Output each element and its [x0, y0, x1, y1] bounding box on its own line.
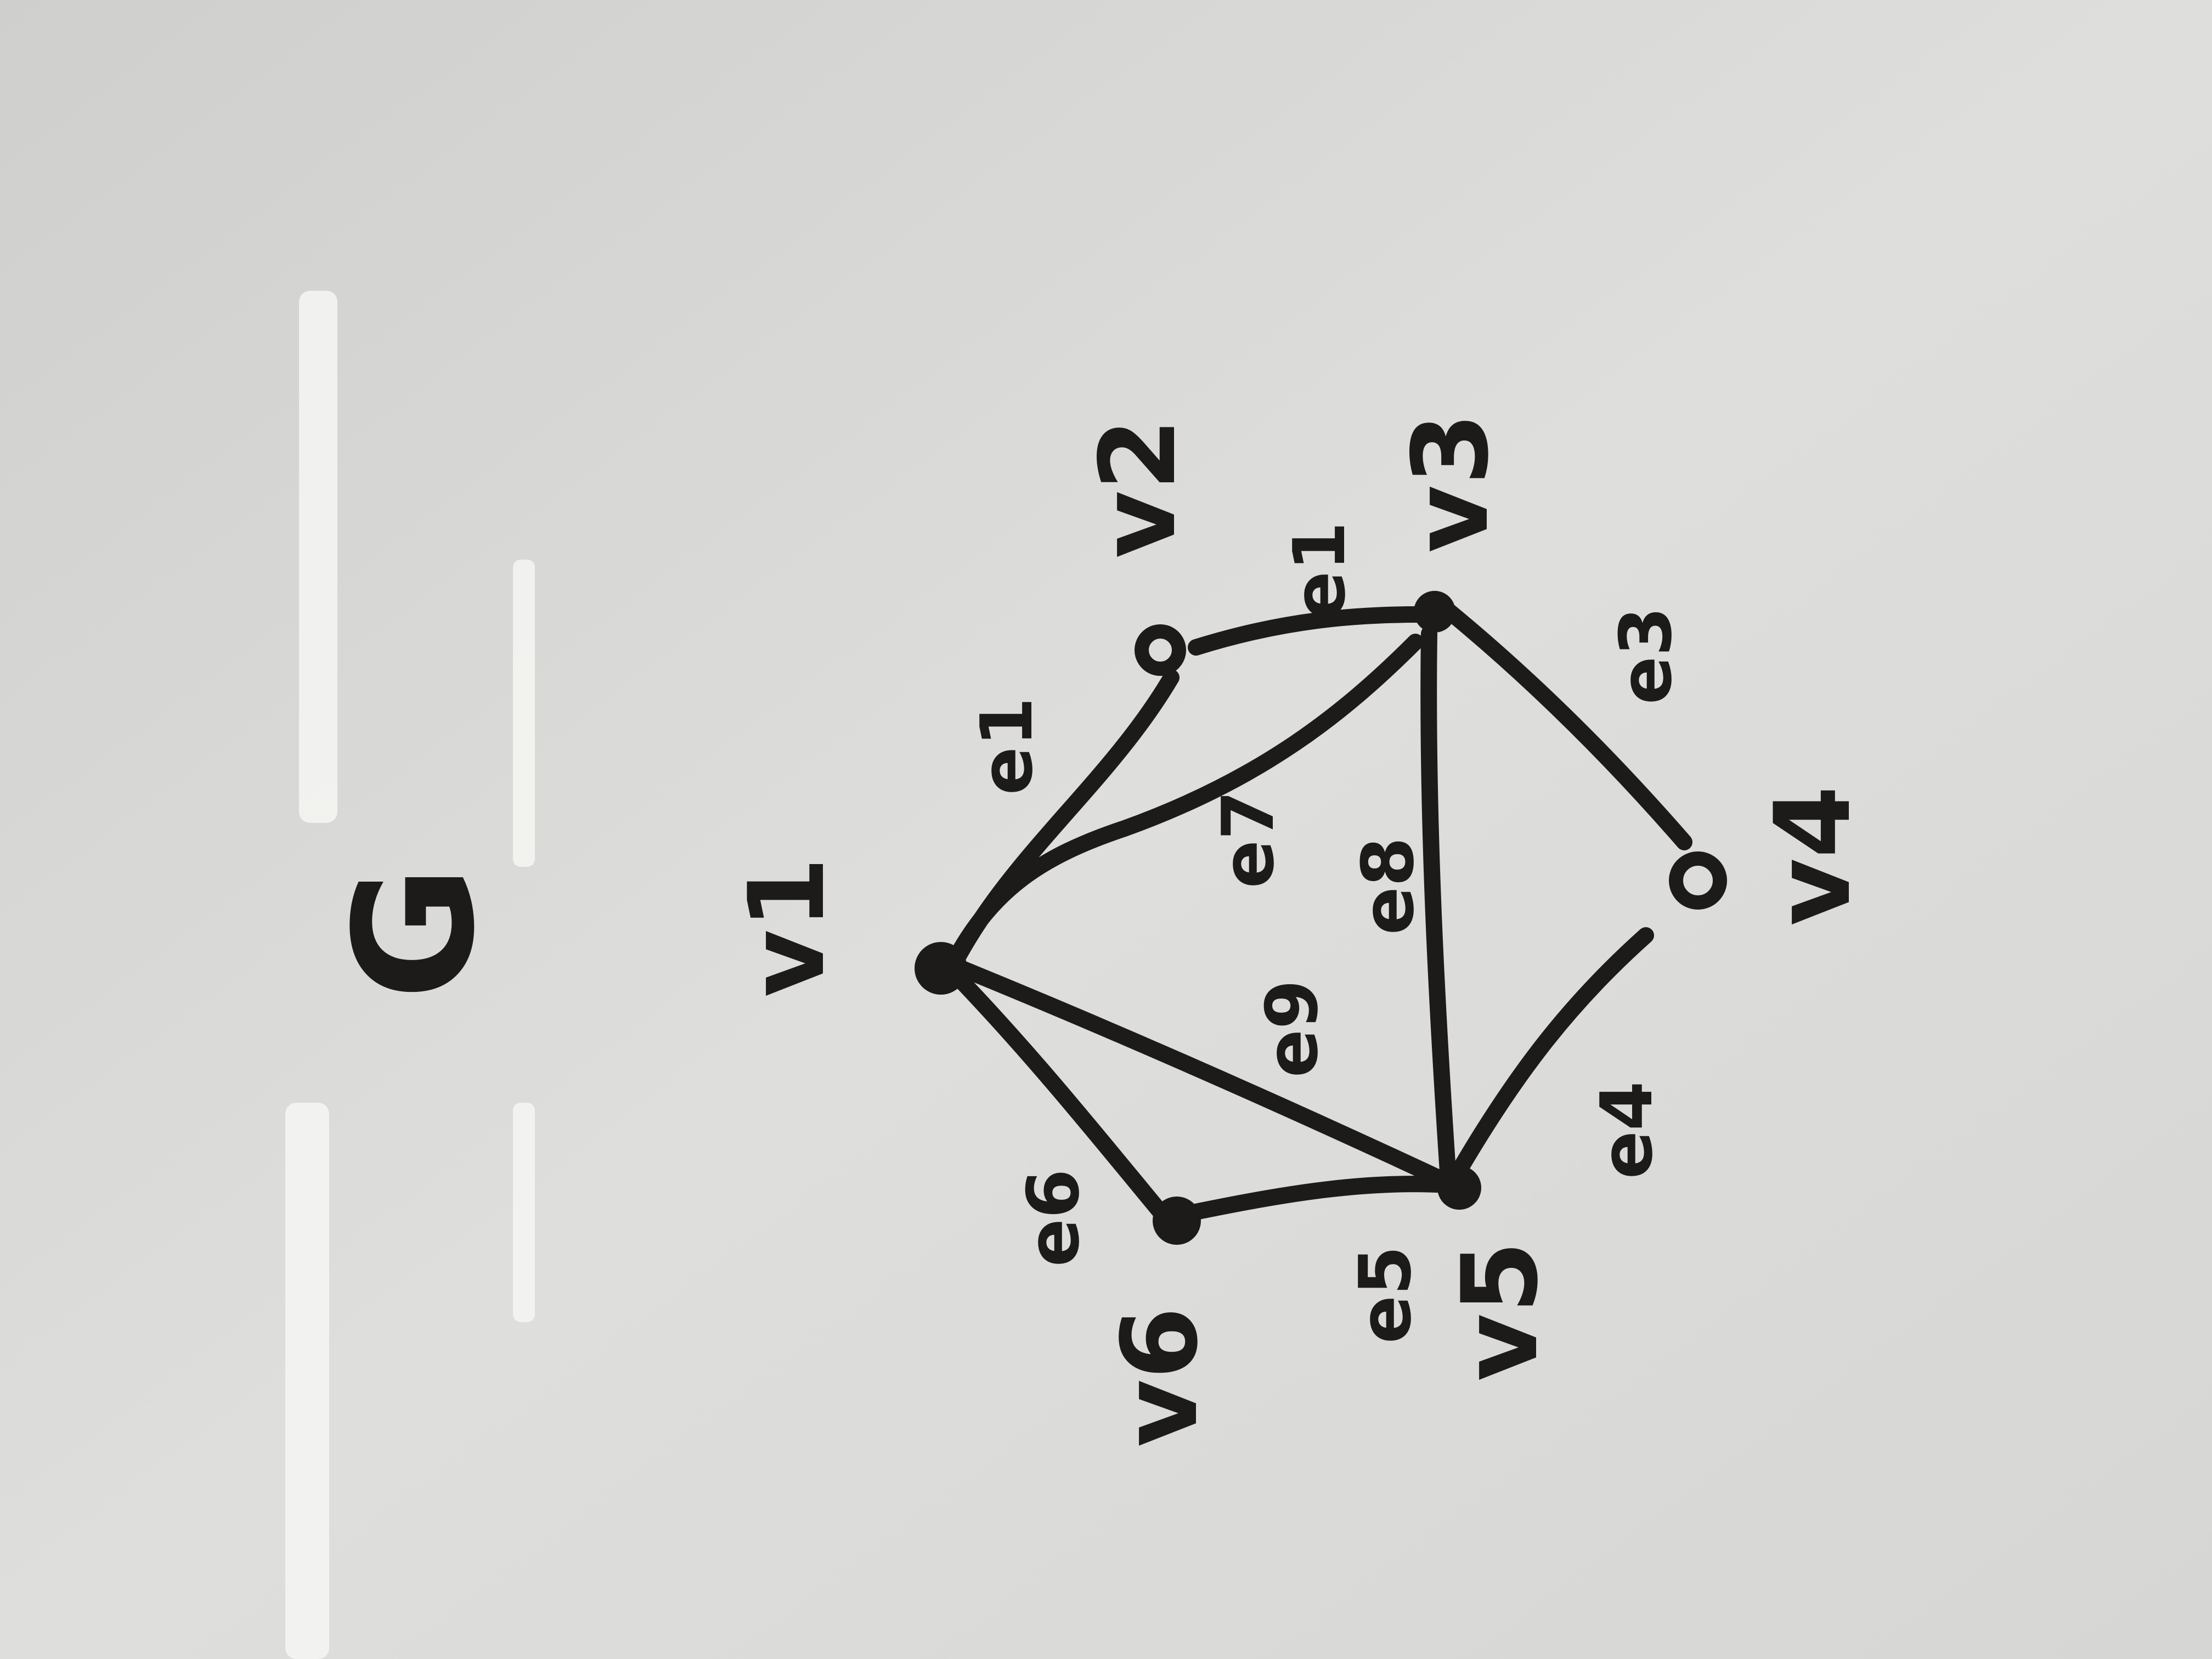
- vertex-v6: [1153, 1197, 1201, 1245]
- edge-e1-b: [1188, 606, 1429, 656]
- edge-label-e7: e7: [1206, 791, 1290, 889]
- edge-label-e1-b: e1: [1278, 522, 1361, 620]
- edge-e8: [1420, 625, 1457, 1188]
- edge-label-e9: e9: [1250, 980, 1334, 1078]
- edge-e7: [946, 634, 1424, 968]
- edge-label-e1-a: e1: [965, 697, 1048, 795]
- edge-e9: [946, 957, 1462, 1193]
- light-reflection: [513, 560, 535, 867]
- vertex-label-v6: v6: [1099, 1307, 1221, 1447]
- vertex-v3: [1414, 591, 1455, 633]
- graph-title-text: G: [319, 865, 511, 1000]
- graph-title: G: [319, 865, 511, 1000]
- edge-label-e8: e8: [1346, 837, 1430, 935]
- vertex-label-v5: v5: [1440, 1241, 1561, 1381]
- edge-e4: [1446, 927, 1654, 1188]
- vertex-label-v3: v3: [1390, 413, 1511, 553]
- edge-label-e4: e4: [1585, 1081, 1668, 1180]
- vertex-labels: v1 v2 v3 v4 v5 v6: [726, 413, 1874, 1447]
- light-reflection: [299, 291, 337, 823]
- vertex-v4: [1669, 851, 1727, 910]
- vertex-label-v1: v1: [726, 857, 848, 997]
- vertex-label-v4: v4: [1752, 786, 1874, 926]
- light-reflection: [513, 1103, 535, 1322]
- vertex-label-v2: v2: [1077, 418, 1199, 558]
- graph-vertices: [915, 591, 1727, 1245]
- edge-label-e5: e5: [1344, 1246, 1427, 1344]
- edge-labels: e1 e1 e3 e4 e5 e6 e7 e8 e9: [965, 522, 1688, 1344]
- edge-e3: [1435, 598, 1692, 850]
- edge-label-e6: e6: [1012, 1169, 1095, 1267]
- graph-edges: [944, 598, 1692, 1223]
- light-reflections: [285, 291, 535, 1659]
- edge-e6: [944, 963, 1171, 1223]
- vertex-v1: [915, 942, 967, 995]
- vertex-v2: [1135, 624, 1186, 676]
- edge-label-e3: e3: [1604, 607, 1688, 705]
- light-reflection: [285, 1103, 329, 1659]
- vertex-v5: [1437, 1166, 1481, 1210]
- edge-e5: [1171, 1176, 1457, 1223]
